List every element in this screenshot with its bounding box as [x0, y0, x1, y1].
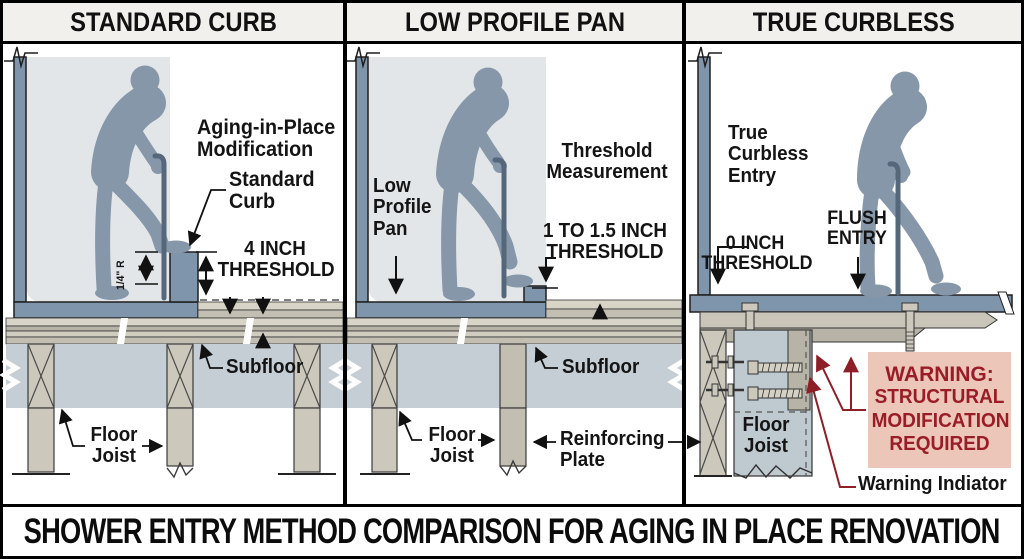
bathroom-floor	[545, 299, 683, 319]
reinforcing-plate-label: Reinforcing Plate	[560, 428, 665, 472]
wall-break-icon	[4, 46, 38, 69]
reinforcing-post	[499, 343, 527, 409]
subfloor-layers	[346, 317, 683, 345]
shower-wall	[355, 56, 369, 303]
panel-divider	[343, 44, 347, 504]
bay-break-left-icon	[0, 357, 21, 393]
lag-screw	[747, 360, 803, 375]
shower-wall	[13, 56, 27, 303]
warning-title: WARNING:	[885, 363, 994, 386]
front-foot	[503, 274, 533, 288]
floor-joist-label-3: Floor Joist	[742, 414, 790, 458]
header-true-curbless-label: TRUE CURBLESS	[752, 6, 955, 37]
standard-curb-label: Standard Curb	[229, 168, 315, 214]
panel1-standard-curb-drawing	[0, 46, 350, 479]
joist-cross-bracing	[371, 343, 398, 409]
aging-in-place-label: Aging-in-Place Modification	[197, 116, 336, 162]
footer-title-bar: SHOWER ENTRY METHOD COMPARISON FOR AGING…	[3, 507, 1021, 556]
warning-indicator-label: Warning Indiator	[858, 473, 1007, 495]
joist-break-icon	[733, 463, 813, 479]
curb-block	[169, 251, 199, 303]
header-standard-curb-label: STANDARD CURB	[69, 6, 277, 37]
flush-entry-label: FLUSH ENTRY	[827, 208, 887, 250]
lag-screw	[747, 386, 803, 401]
reinforcing-post-lower	[499, 407, 527, 467]
bathroom-floor	[197, 301, 344, 319]
threshold-measurement-label: Threshold Measurement	[546, 140, 668, 184]
floor-joist-label-2: Floor Joist	[428, 424, 476, 468]
joist-leader-left	[398, 410, 422, 441]
shower-pan-base	[13, 301, 199, 319]
back-foot	[95, 286, 129, 300]
subfloor-leader-line	[199, 343, 223, 369]
through-bolt	[706, 355, 744, 369]
floor-joist-left	[699, 329, 727, 477]
flush-floor	[689, 294, 1013, 313]
subfloor-label-1: Subfloor	[226, 356, 304, 378]
curb-leader-line	[187, 189, 226, 247]
quarter-inch-radius-label: 1/4" R	[115, 260, 127, 290]
joist-cross-bracing	[27, 343, 321, 409]
dimension-marks	[710, 246, 866, 290]
anchor-bolt	[901, 302, 919, 352]
joist-break-icon	[166, 461, 194, 479]
pan-lip	[523, 285, 547, 303]
person-silhouette	[91, 65, 170, 296]
floor-joist-label-1: Floor Joist	[90, 424, 138, 468]
low-profile-pan-label: Low Profile Pan	[373, 175, 432, 240]
dimension-marks	[388, 256, 608, 320]
panel-divider	[682, 44, 686, 504]
one-to-one-half-inch-threshold-label: 1 TO 1.5 INCH THRESHOLD	[543, 220, 667, 264]
dimension-marks	[135, 251, 271, 349]
structural-warning-box: WARNING: STRUCTURAL MODIFICATION REQUIRE…	[868, 352, 1011, 468]
header-true-curbless: TRUE CURBLESS	[686, 3, 1021, 41]
cane	[492, 157, 507, 299]
wall-break-icon	[688, 46, 722, 69]
warning-body: STRUCTURAL MODIFICATION REQUIRED	[871, 386, 1010, 456]
panel3-true-curbless-drawing	[687, 46, 1015, 488]
true-curbless-entry-label: True Curbless Entry	[728, 122, 809, 187]
subfloor-layers	[5, 317, 344, 345]
joist-break-icon	[499, 459, 527, 477]
subfloor-leader-line	[534, 346, 558, 369]
header-standard-curb: STANDARD CURB	[3, 3, 343, 41]
back-foot	[443, 287, 475, 301]
wall-break-icon	[346, 46, 380, 69]
cane	[887, 161, 901, 296]
footer-title: SHOWER ENTRY METHOD COMPARISON FOR AGING…	[24, 511, 1001, 551]
hidden-edge-dashes	[734, 330, 812, 476]
front-foot	[931, 282, 961, 296]
front-foot	[161, 240, 191, 254]
floor-break-icon	[997, 291, 1015, 315]
warning-arrows	[806, 354, 866, 488]
back-foot	[860, 284, 892, 298]
zero-inch-threshold-label: 0 INCH THRESHOLD	[701, 233, 813, 275]
header-low-profile-pan-label: LOW PROFILE PAN	[404, 6, 625, 37]
subfloor-label-2: Subfloor	[562, 356, 640, 378]
cane	[152, 153, 167, 301]
header-low-profile-pan: LOW PROFILE PAN	[347, 3, 682, 41]
person-silhouette	[857, 71, 944, 296]
through-bolt	[706, 383, 744, 397]
four-inch-threshold-label: 4 INCH THRESHOLD	[217, 238, 335, 282]
floor-joists	[371, 343, 398, 473]
joist-leader-left	[58, 408, 85, 447]
steel-plate-upper	[699, 311, 998, 329]
low-profile-pan-base	[355, 301, 547, 319]
